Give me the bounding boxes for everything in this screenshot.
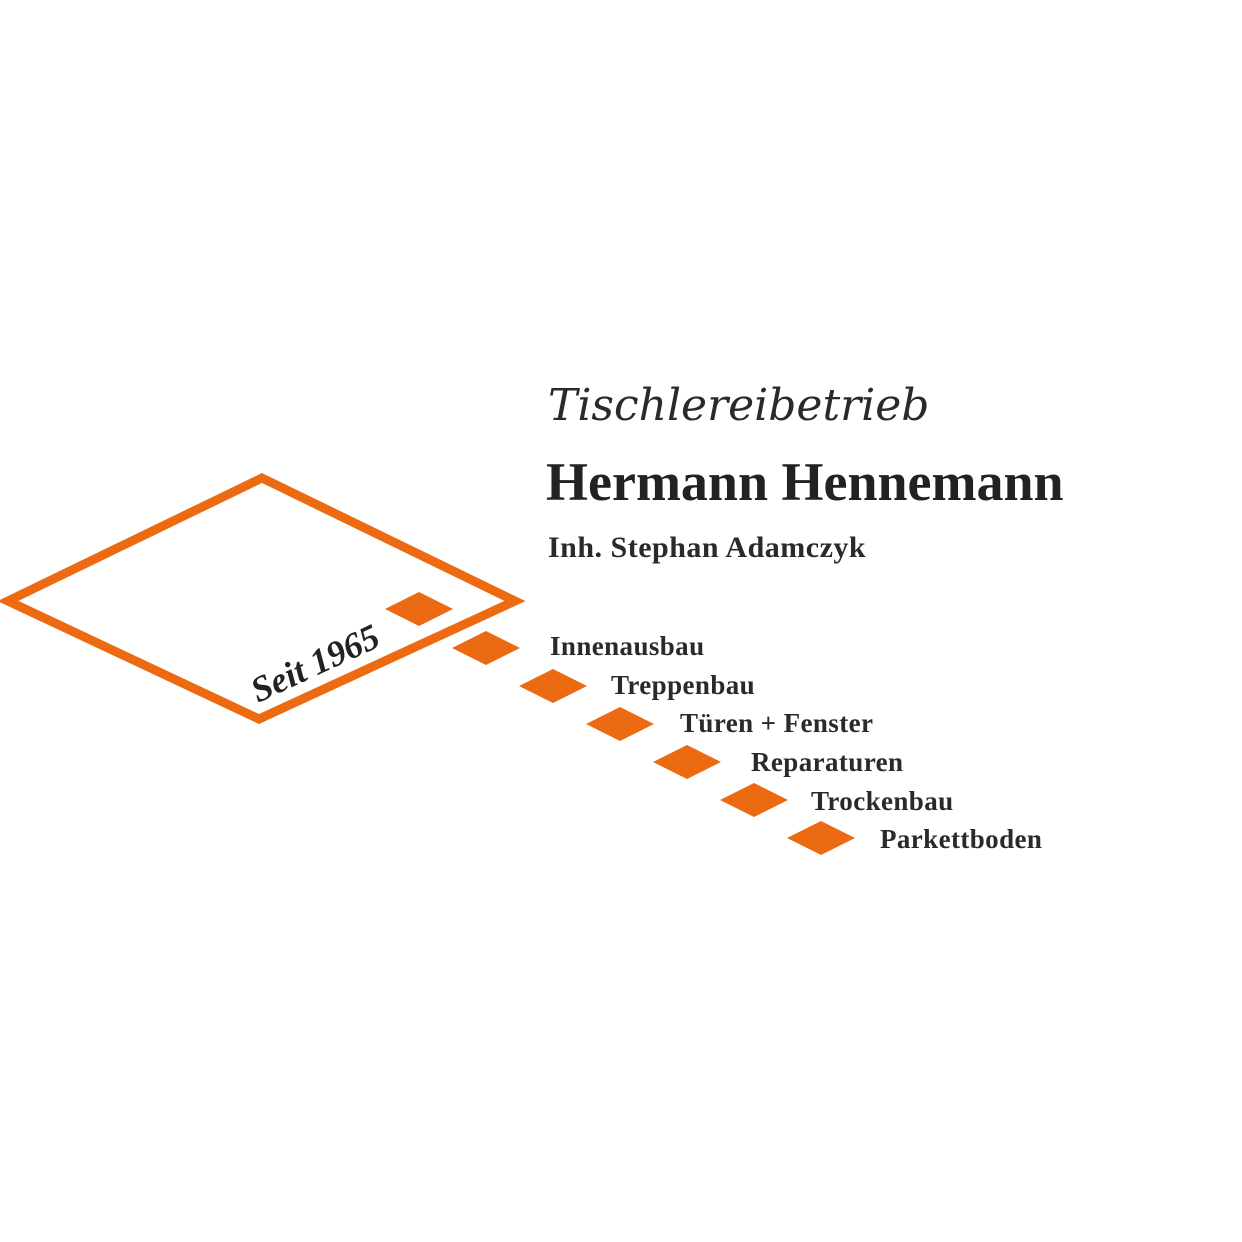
diamond-bullet-reparaturen [653, 745, 721, 779]
diamond-bullet-tile [385, 592, 453, 626]
diamond-bullet-parkettboden [787, 821, 855, 855]
service-item-treppenbau: Treppenbau [611, 670, 756, 700]
owner-line: Inh. Stephan Adamczyk [548, 531, 867, 564]
company-name: Hermann Hennemann [546, 452, 1064, 512]
service-item-tueren-fenster: Türen + Fenster [680, 708, 874, 738]
diamond-bullet-treppenbau [519, 669, 587, 703]
diamond-bullet-innenausbau [452, 631, 520, 665]
logo-rhombus-outline [0, 472, 526, 724]
service-item-innenausbau: Innenausbau [550, 631, 705, 661]
service-item-trockenbau: Trockenbau [811, 786, 954, 816]
company-subtitle: Tischlereibetrieb [548, 380, 930, 431]
service-item-reparaturen: Reparaturen [751, 747, 904, 777]
service-item-parkettboden: Parkettboden [880, 824, 1043, 854]
diamond-bullet-trockenbau [720, 783, 788, 817]
diamond-bullet-tueren-fenster [586, 707, 654, 741]
